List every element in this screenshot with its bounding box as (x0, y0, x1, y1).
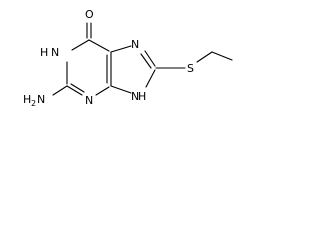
n3-label: N (85, 94, 93, 107)
structure-diagram: O H N H 2 N N N N H S (0, 0, 249, 139)
bond-c2-n3 (66, 85, 83, 96)
n1-h-label: H (40, 46, 48, 59)
bond-n3-c4 (95, 86, 110, 96)
n9-h-label: H (138, 90, 146, 103)
amine-n-label: N (37, 93, 45, 106)
bond-n9-c4 (110, 85, 132, 94)
bond-c2-nh2 (52, 85, 68, 96)
bond-c8-n9 (145, 69, 156, 88)
oxygen-label: O (85, 8, 94, 21)
bond-n7-c8 (144, 50, 156, 67)
n9-label: N (131, 90, 139, 103)
bond-c6-c5 (88, 39, 110, 52)
bond-c2-n3-double (70, 83, 85, 93)
bond-s-ch3 (196, 51, 213, 63)
bond-ch3-end (211, 51, 233, 61)
amine-sub-label: 2 (31, 99, 36, 108)
n7-label: N (131, 38, 139, 51)
bond-n7-c8-double (140, 53, 152, 69)
bond-c6-n1 (71, 39, 90, 51)
molecule-svg: O H N H 2 N N N N H S (23, 8, 233, 108)
n1-label: N (51, 46, 59, 59)
sulfur-label: S (187, 62, 194, 75)
bond-c5-n7 (110, 45, 132, 53)
amine-h-label: H (23, 93, 31, 106)
